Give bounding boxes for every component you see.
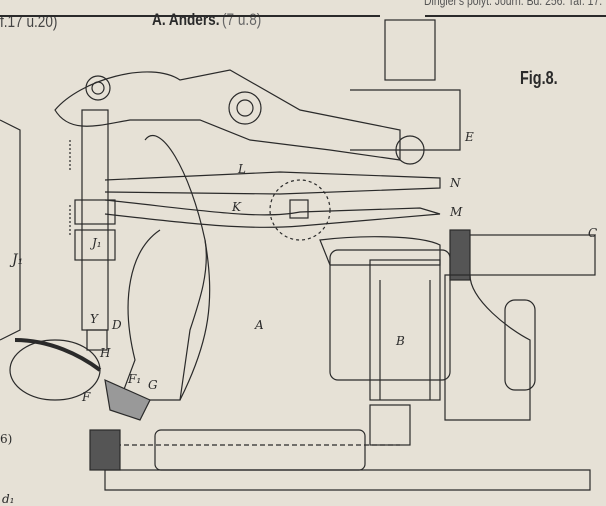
label-D: D bbox=[112, 318, 122, 332]
label-G: G bbox=[148, 378, 158, 392]
label-F1: F₁ bbox=[128, 372, 142, 386]
label-d1: d₁ bbox=[2, 492, 15, 506]
label-J1-left: J₁ bbox=[12, 252, 24, 268]
author: A. Anders. bbox=[152, 10, 220, 29]
label-M: M bbox=[450, 205, 463, 219]
label-six: 6) bbox=[0, 432, 13, 446]
label-C: C bbox=[588, 226, 598, 240]
label-B: B bbox=[396, 334, 405, 348]
label-N: N bbox=[450, 176, 461, 190]
base-plate bbox=[89, 404, 591, 491]
figure-label: Fig.8. bbox=[520, 68, 558, 88]
arms-L-K bbox=[104, 171, 441, 241]
plate-title: A. Anders.(7 u.8) bbox=[152, 10, 272, 30]
left-partial-figure bbox=[0, 119, 21, 341]
work-piece bbox=[9, 338, 151, 421]
label-J1: J₁ bbox=[92, 236, 102, 250]
label-L: L bbox=[238, 162, 246, 176]
label-H: H bbox=[100, 346, 111, 360]
column-B bbox=[319, 19, 461, 401]
journal-header: Dingler's polyt. Journ. Bd. 256. Taf. 17… bbox=[424, 0, 603, 8]
figure-refs: (7 u.8) bbox=[222, 10, 262, 29]
label-Y: Y bbox=[90, 312, 98, 326]
label-F: F bbox=[82, 390, 91, 404]
shaft-C bbox=[444, 229, 596, 421]
needle-bar bbox=[69, 109, 116, 351]
label-A: A bbox=[255, 318, 264, 332]
lever-arm bbox=[54, 69, 425, 165]
label-K: K bbox=[232, 200, 241, 214]
label-E: E bbox=[465, 130, 474, 144]
frame-body-A bbox=[119, 134, 211, 401]
